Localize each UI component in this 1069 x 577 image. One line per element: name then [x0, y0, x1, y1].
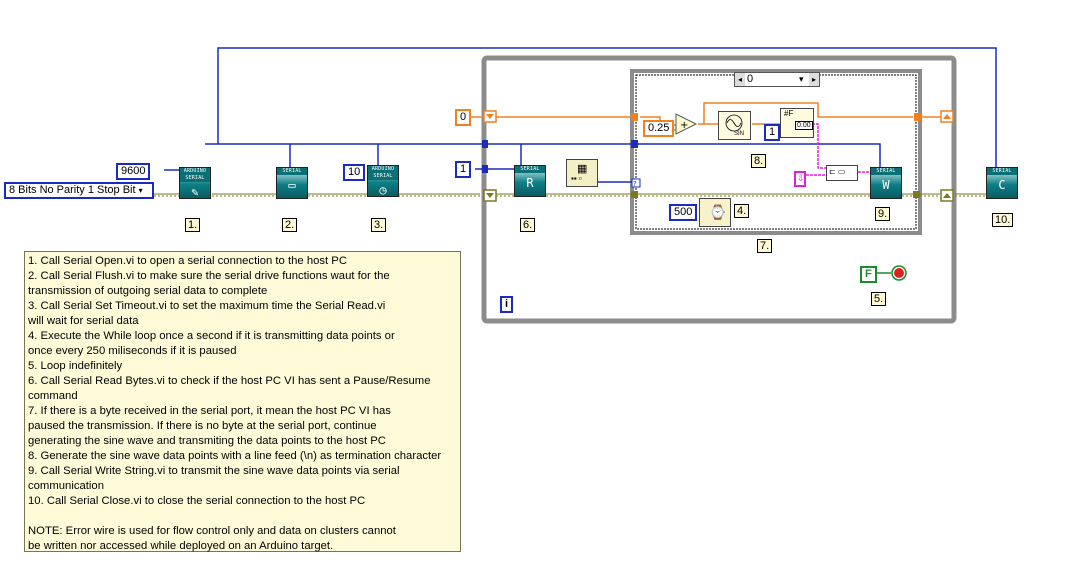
case-selector-value: 0 — [747, 73, 754, 85]
case-selector[interactable]: ◂ 0 ▾ ▸ — [734, 72, 820, 87]
refnum-wire — [164, 47, 997, 183]
serial-close-icon: C — [998, 178, 1006, 192]
refnum-tunnel — [482, 165, 488, 173]
svg-text:+: + — [680, 120, 688, 131]
error-wire — [154, 193, 987, 197]
step-label-6: 6. — [520, 218, 536, 232]
sine-icon — [725, 114, 743, 132]
case-tunnel-orange-out — [914, 113, 921, 121]
step-label-7: 7. — [757, 239, 773, 253]
format-digits-constant[interactable]: 1 — [764, 124, 781, 141]
array-size-node[interactable]: ▦ ▪▪ ▫ — [566, 159, 598, 187]
loop-index-terminal: i — [500, 296, 514, 313]
serial-read-vi[interactable]: SERIAL R — [514, 165, 546, 197]
serial-write-icon: W — [882, 178, 890, 192]
serial-read-icon: R — [526, 176, 534, 190]
step-label-2: 2. — [282, 218, 298, 232]
numeric-wire — [468, 102, 940, 131]
shift-register-init-constant[interactable]: 0 — [455, 109, 472, 126]
step-label-1: 1. — [185, 218, 201, 232]
add-node — [675, 113, 698, 135]
step-label-8: 8. — [751, 154, 767, 168]
serial-open-icon: ✎ — [191, 185, 199, 199]
serial-write-caption: SERIAL — [871, 168, 901, 175]
serial-timeout-icon: ◷ — [379, 183, 387, 197]
serial-flush-icon: ▭ — [288, 178, 296, 192]
step-label-3: 3. — [371, 218, 387, 232]
concatenate-node[interactable]: ⊏ ▭ — [826, 165, 858, 181]
concatenate-icon: ⊏ ▭ — [829, 167, 846, 176]
step-label-10: 10. — [992, 213, 1014, 227]
array-out-icon: ▪▪ ▫ — [571, 174, 582, 183]
case-tunnel-orange-in — [631, 113, 638, 121]
timeout-constant[interactable]: 10 — [343, 164, 366, 181]
serial-flush-caption: SERIAL — [277, 168, 307, 175]
line-feed-icon: ⇩ — [797, 173, 805, 183]
line-feed-constant[interactable]: ⇩ — [794, 171, 806, 187]
bytes-to-read-constant[interactable]: 1 — [455, 161, 472, 178]
serial-close-caption: SERIAL — [987, 168, 1017, 175]
format-hash-icon: #F — [784, 109, 794, 118]
step-label-5: 5. — [871, 292, 887, 306]
chevron-down-icon[interactable]: ▾ — [799, 74, 804, 84]
chevron-down-icon: ▾ — [138, 186, 143, 195]
serial-open-caption: ARDUINO SERIAL — [180, 168, 210, 182]
serial-write-vi[interactable]: SERIAL W — [870, 167, 902, 199]
watch-icon: ⌚ — [709, 204, 727, 220]
loop-stop-constant[interactable]: F — [860, 266, 877, 283]
sine-node[interactable]: SIN — [718, 111, 751, 140]
stop-terminal — [894, 268, 904, 278]
case-selector-terminal — [631, 178, 641, 188]
serial-close-vi[interactable]: SERIAL C — [986, 167, 1018, 199]
serial-timeout-caption: ARDUINO SERIAL — [368, 166, 398, 180]
case-next-icon[interactable]: ▸ — [809, 73, 819, 86]
sine-caption: SIN — [734, 131, 745, 137]
case-tunnel-error-in — [631, 191, 638, 198]
step-label-9: 9. — [875, 207, 891, 221]
serial-read-caption: SERIAL — [515, 166, 545, 173]
serial-config-value: 8 Bits No Parity 1 Stop Bit — [9, 184, 136, 196]
serial-config-ring[interactable]: 8 Bits No Parity 1 Stop Bit ▾ — [4, 182, 154, 199]
refnum-tunnel-top — [482, 140, 488, 148]
svg-text:?: ? — [633, 180, 637, 188]
baud-rate-constant[interactable]: 9600 — [116, 163, 151, 180]
format-caption: 0.00 — [795, 121, 813, 130]
case-tunnel-blue — [631, 140, 638, 148]
case-tunnel-error-out — [913, 191, 920, 198]
array-grid-icon: ▦ — [577, 163, 588, 175]
description-notes: 1. Call Serial Open.vi to open a serial … — [24, 251, 461, 552]
serial-flush-vi[interactable]: SERIAL ▭ — [276, 167, 308, 199]
case-structure-frame — [630, 69, 922, 235]
serial-timeout-vi[interactable]: ARDUINO SERIAL ◷ — [367, 165, 399, 197]
wait-ms-constant[interactable]: 500 — [669, 204, 698, 221]
serial-open-vi[interactable]: ARDUINO SERIAL ✎ — [179, 167, 211, 199]
case-prev-icon[interactable]: ◂ — [735, 73, 745, 86]
format-number-node[interactable]: #F 0.00 — [780, 108, 814, 138]
string-wire — [806, 123, 872, 176]
add-increment-constant[interactable]: 0.25 — [643, 120, 675, 137]
wait-node[interactable]: ⌚ — [699, 198, 731, 227]
step-label-4: 4. — [734, 204, 750, 218]
